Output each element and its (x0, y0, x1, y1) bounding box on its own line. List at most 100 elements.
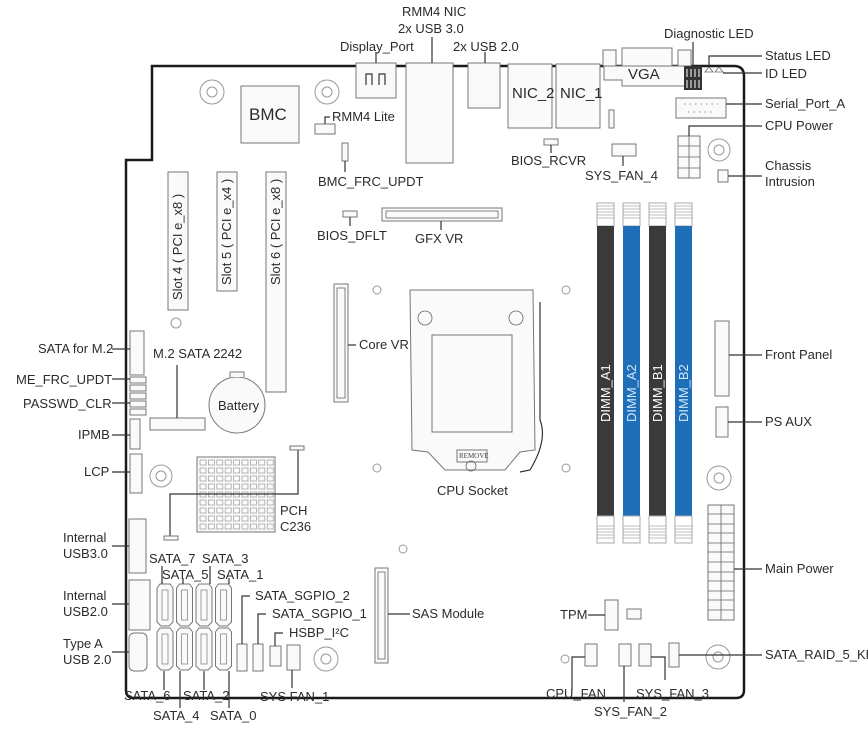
ipmb-header (112, 418, 141, 450)
dimm-label: DIMM_A2 (624, 364, 639, 422)
type-a-usb-connector (112, 632, 148, 672)
cpu-fan-header (571, 643, 598, 690)
rmm4-lite-label: RMM4 Lite (332, 109, 395, 124)
cpu-power-connector (677, 125, 762, 179)
sata-7-port[interactable] (156, 583, 174, 627)
tpm-label: TPM (560, 607, 587, 622)
bios-dflt-label: BIOS_DFLT (317, 228, 387, 243)
rmm4-lite-connector (314, 116, 336, 135)
main-power-label: Main Power (765, 561, 834, 576)
bios-dflt-jumper (342, 210, 358, 226)
sata-3-port[interactable] (195, 583, 213, 627)
sata-4-port[interactable] (176, 627, 193, 671)
sata-6-label: SATA_6 (124, 688, 170, 703)
bmc-frc-updt-label: BMC_FRC_UPDT (318, 174, 424, 189)
nic1-label: NIC_1 (560, 85, 603, 102)
chassis-intrusion-label-2: Intrusion (765, 174, 815, 189)
pch-label-2: C236 (280, 519, 311, 534)
sys-fan-4-label: SYS_FAN_4 (585, 168, 658, 183)
sata-0-port[interactable] (215, 627, 232, 671)
slot5-label: Slot 5 ( PCI e_x4 ) (219, 179, 234, 285)
battery (208, 371, 266, 434)
jumper (608, 109, 615, 129)
mounting-hole (199, 79, 225, 105)
core-vr-label: Core VR (359, 337, 409, 352)
rmm4-nic-label: RMM4 NIC (402, 4, 466, 19)
bmc-frc-updt-jumper (341, 142, 349, 172)
sata-2-port[interactable] (195, 627, 213, 671)
sys-fan-2-label: SYS_FAN_2 (594, 704, 667, 719)
gfx-vr-label: GFX VR (415, 231, 463, 246)
dimm-slot-dimm-b2[interactable]: DIMM_B2 (674, 202, 693, 544)
main-power-connector (707, 504, 762, 621)
gfx-vr-connector (381, 207, 503, 230)
pcie-slot-5[interactable] (216, 171, 238, 292)
front-panel-label: Front Panel (765, 347, 832, 362)
me-frc-updt-jumpers (112, 376, 147, 416)
pcie-slot-6[interactable] (265, 171, 287, 393)
sys-fan-2-header (618, 643, 632, 702)
sys-fan-1-label: SYS FAN_1 (260, 689, 329, 704)
sata-2-label: SATA_2 (183, 688, 229, 703)
hsbp-i2c-label: HSBP_I²C (289, 625, 349, 640)
status-led (704, 55, 762, 73)
dimm-label: DIMM_A1 (598, 364, 613, 422)
id-led (714, 66, 762, 74)
vga-connector (602, 47, 692, 87)
cpu-power-label: CPU Power (765, 118, 834, 133)
internal-usb20-label-1: Internal (63, 588, 106, 603)
display-port-label: Display_Port (340, 39, 414, 54)
sata-6-port[interactable] (156, 627, 174, 671)
status-led-label: Status LED (765, 48, 831, 63)
sata-1-port[interactable] (215, 583, 232, 627)
dimm-label: DIMM_B1 (650, 364, 665, 422)
chassis-intrusion-header (717, 169, 762, 183)
cpu-socket (372, 285, 571, 473)
type-a-usb-label-1: Type A (63, 636, 103, 651)
sas-module-connector (374, 567, 410, 664)
dimm-slot-dimm-a2[interactable]: DIMM_A2 (622, 202, 641, 544)
sata-5-port[interactable] (176, 583, 193, 627)
internal-usb30-label-2: USB3.0 (63, 546, 108, 561)
nic2-connector (507, 63, 553, 129)
sata-raid-5-key-header (668, 642, 762, 668)
id-led-label: ID LED (765, 66, 807, 81)
internal-usb30-header (112, 518, 147, 574)
battery-label: Battery (218, 398, 260, 413)
sata-raid-5-key-label: SATA_RAID_5_KEY (765, 647, 868, 662)
display-port-connector (355, 52, 397, 99)
bmc-label: BMC (249, 105, 287, 124)
sata-sgpio-2-header (236, 595, 250, 672)
dimm-label: DIMM_B2 (676, 364, 691, 422)
sata-5-label: SATA_5 (162, 567, 208, 582)
slot4-label: Slot 4 ( PCI e_x8 ) (170, 194, 185, 300)
passwd-clr-label: PASSWD_CLR (23, 396, 112, 411)
nic2-label: NIC_2 (512, 85, 555, 102)
ps-aux-connector (715, 406, 762, 438)
front-panel-header (714, 320, 762, 397)
sas-module-label: SAS Module (412, 606, 484, 621)
ps-aux-label: PS AUX (765, 414, 812, 429)
dimm-slot-dimm-b1[interactable]: DIMM_B1 (648, 202, 667, 544)
usb30-label: 2x USB 3.0 (398, 21, 464, 36)
internal-usb20-header (112, 579, 151, 631)
sata-1-label: SATA_1 (217, 567, 263, 582)
m2-sata-slot (149, 365, 206, 431)
mounting-hole (314, 79, 340, 105)
tpm-header (588, 599, 642, 631)
dimm-slot-dimm-a1[interactable]: DIMM_A1 (596, 202, 615, 544)
sata-7-label: SATA_7 (149, 551, 195, 566)
sys-fan-3-header (638, 643, 666, 680)
sata-sgpio-2-label: SATA_SGPIO_2 (255, 588, 350, 603)
usb20-label: 2x USB 2.0 (453, 39, 519, 54)
pcie-slot-4[interactable] (167, 171, 189, 311)
pch-chip (163, 445, 305, 541)
dimm-slots: DIMM_A1 DIMM_A2 DIMM_B1 DIMM_B2 (596, 202, 693, 544)
vga-label: VGA (628, 66, 660, 83)
sata-for-m2-connector (112, 330, 145, 376)
hsbp-i2c-header (269, 632, 283, 667)
chassis-intrusion-label-1: Chassis (765, 158, 812, 173)
nic1-connector (555, 63, 601, 129)
sys-fan-4-header (611, 143, 637, 166)
